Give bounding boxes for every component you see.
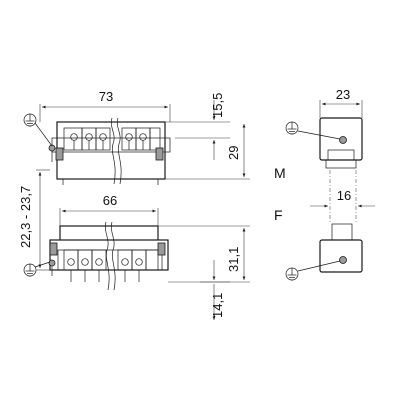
bottom-connector: [23, 221, 169, 291]
dim-23-label: 23: [336, 87, 350, 102]
break-line: [116, 117, 122, 185]
dim-31-1-label: 31,1: [226, 247, 241, 272]
dim-29-label: 29: [226, 146, 241, 160]
bottom-contact-row: [63, 249, 159, 282]
ground-symbol-icon: [285, 260, 341, 281]
bottom-lower-body: [49, 239, 169, 271]
label-male: M: [274, 165, 286, 181]
dim-mid-width: 66: [59, 193, 159, 226]
dim-bottom-pin: 14,1: [200, 260, 230, 320]
side-view: [285, 117, 363, 281]
break-line: [104, 221, 110, 291]
dim-mated-range: 22,3 - 23,7: [18, 169, 50, 271]
dim-15-5-label: 15,5: [210, 93, 225, 118]
dim-top-width: 73: [39, 89, 171, 122]
top-connector: [23, 113, 171, 185]
dim-14-1-label: 14,1: [210, 293, 225, 318]
dim-73-label: 73: [99, 89, 113, 104]
side-bottom-body: [319, 239, 363, 273]
label-female: F: [274, 207, 283, 223]
dim-16-label: 16: [337, 188, 351, 203]
dim-top-height: 29: [165, 124, 250, 180]
dim-side-width: 23: [319, 87, 363, 118]
dim-top-height-small: 15,5: [165, 93, 230, 160]
dim-side-inner: 16: [310, 188, 375, 208]
ground-screw-top: [48, 144, 164, 162]
break-line: [110, 221, 116, 291]
break-line: [110, 117, 116, 185]
ground-symbol-icon: [23, 261, 51, 277]
top-contact-row: [63, 127, 161, 151]
dim-bottom-height: 31,1: [158, 225, 250, 283]
top-body: [56, 121, 166, 180]
ground-symbol-icon: [285, 121, 341, 140]
ground-symbol-icon: [23, 113, 53, 147]
dim-66-label: 66: [103, 193, 117, 208]
dim-mated-range-label: 22,3 - 23,7: [18, 186, 33, 248]
